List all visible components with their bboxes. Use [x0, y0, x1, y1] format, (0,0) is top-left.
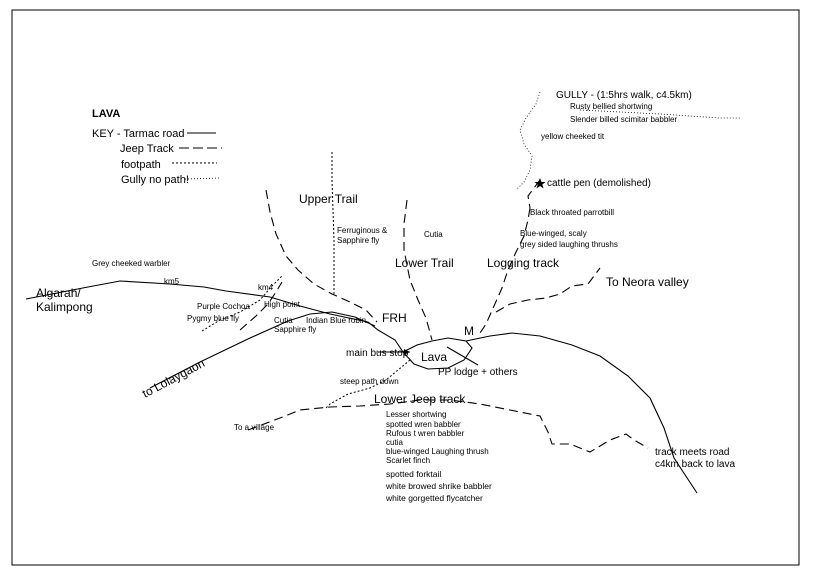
bird-list-lower-jeep-2: spotted forktail white browed shrike bab… — [385, 469, 492, 503]
footpath-steep-path — [325, 359, 411, 409]
frh-label: FRH — [382, 311, 407, 325]
lower-trail-label: Lower Trail — [395, 256, 454, 270]
bird-indian-blue-robin: Indian Blue robin — [306, 316, 366, 325]
steep-path-label: steep path down — [340, 377, 399, 386]
list-item: Lesser shortwing — [386, 410, 446, 419]
footpath-upper-trail — [331, 152, 335, 294]
high-point-label: High point — [264, 300, 301, 309]
pp-lodge-label: PP lodge + others — [438, 367, 518, 378]
algarah-label: Algarah/ — [36, 286, 81, 300]
jeep-lower-trail — [403, 199, 433, 341]
km5-label: km5 — [164, 277, 180, 286]
map-title: LAVA — [92, 108, 120, 120]
gully-side-path — [579, 109, 740, 119]
key-footpath-label: footpath — [121, 159, 161, 171]
road-algarah — [25, 280, 271, 300]
gully-path — [515, 91, 541, 191]
lolaygaon-label: to Lolaygaon — [140, 356, 207, 401]
key-tarmac-label: KEY - Tarmac road — [92, 128, 185, 140]
cattle-pen-star-icon — [534, 178, 546, 189]
cattle-pen-label: cattle pen (demolished) — [547, 178, 651, 189]
bird-ferruginous: Ferruginous & — [337, 226, 388, 235]
main-bus-stop-label: main bus stop — [346, 348, 409, 359]
jeep-neora-valley — [495, 267, 601, 313]
jeep-cattle-pen — [527, 179, 541, 209]
key-jeep-label: Jeep Track — [120, 143, 174, 155]
jeep-upper-trail — [265, 189, 378, 323]
lava-label: Lava — [421, 350, 447, 364]
bird-slender-billed: Slender billed scimitar babbler — [570, 115, 678, 124]
road-pp-lodge-spur — [446, 346, 479, 366]
jeep-lower-jeep-track — [247, 399, 649, 453]
bird-rusty-bellied: Rusty bellied shortwing — [570, 102, 652, 111]
lower-jeep-track-label: Lower Jeep track — [374, 392, 466, 406]
upper-trail-label: Upper Trail — [299, 192, 358, 206]
logging-track-label: Logging track — [487, 256, 560, 270]
list-item: cutia — [386, 438, 403, 447]
kalimpong-label: Kalimpong — [36, 300, 93, 314]
bus-stop-arrow-icon — [404, 349, 410, 355]
bird-sapphire-upper: Sapphire fly — [337, 236, 379, 245]
bird-list-lower-jeep: Lesser shortwing spotted wren babbler Ru… — [386, 410, 489, 465]
map-border — [11, 9, 800, 566]
bird-black-throated: Black throated parrotbill — [530, 208, 614, 217]
list-item: spotted forktail — [386, 469, 441, 479]
bird-blue-winged-scaly: Blue-winged, scaly — [520, 229, 587, 238]
bird-sapphire-road: Sapphire fly — [274, 325, 316, 334]
m-label: M — [464, 324, 474, 338]
gully-header: GULLY - (1:5hrs walk, c4.5km) — [556, 90, 692, 101]
road-lolaygaon — [149, 311, 376, 389]
track-meets-road-label: track meets road — [655, 447, 729, 458]
road-east-return — [465, 332, 698, 494]
list-item: white browed shrike babbler — [385, 481, 492, 491]
list-item: white gorgetted flycatcher — [385, 493, 483, 503]
list-item: spotted wren babbler — [386, 420, 461, 429]
to-village-label: To a village — [234, 423, 275, 432]
road-high-point-frh — [269, 296, 404, 353]
bird-pygmy-blue: Pygmy blue fly — [187, 314, 239, 323]
bird-yellow-cheeked: yellow cheeked tit — [541, 132, 605, 141]
back-to-lava-label: c4km back to lava — [655, 459, 735, 470]
bird-cutia-lower-trail: Cutia — [424, 230, 443, 239]
bird-purple-cochoa: Purple Cochoa — [197, 302, 250, 311]
km4-label: km4 — [258, 283, 274, 292]
list-item: blue-winged Laughing thrush — [386, 447, 489, 456]
list-item: Scarlet finch — [386, 456, 430, 465]
key-gully-line — [184, 177, 222, 180]
bird-cutia-road: Cutia — [274, 316, 293, 325]
jeep-high-point — [239, 281, 283, 331]
bird-grey-sided: grey sided laughing thrushs — [520, 240, 618, 249]
neora-valley-label: To Neora valley — [606, 275, 689, 289]
footpath-high-point — [201, 275, 283, 332]
bird-grey-cheeked: Grey cheeked warbler — [92, 259, 171, 268]
key-gully-label: Gully no path! — [121, 174, 189, 186]
list-item: Rufous t wren babbler — [386, 429, 465, 438]
road-lava-loop — [402, 337, 473, 370]
jeep-logging-track — [477, 207, 531, 337]
